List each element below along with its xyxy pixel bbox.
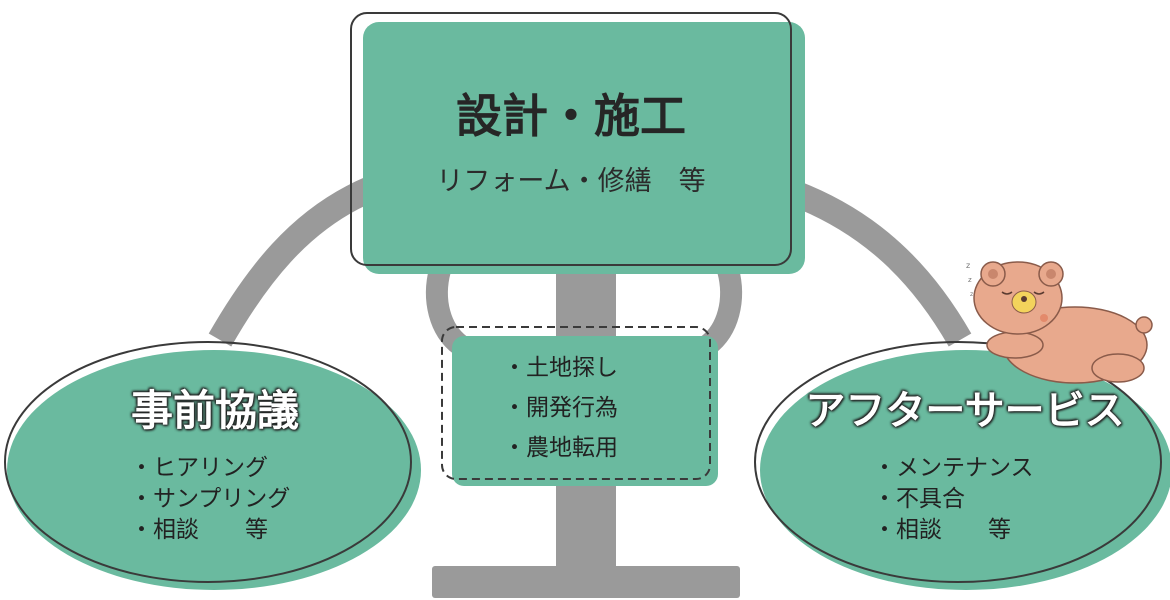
- list-item: ・農地転用: [503, 435, 618, 461]
- connector-arc-left-small: [426, 267, 468, 354]
- list-item: ・サンプリング: [130, 486, 291, 512]
- left-ellipse-shadow: [7, 350, 421, 590]
- middle-list: ・土地探し ・開発行為 ・農地転用: [503, 348, 618, 468]
- svg-text:z: z: [968, 276, 972, 284]
- center-subtitle: リフォーム・修繕 等: [436, 166, 706, 197]
- left-title: 事前協議: [130, 386, 299, 435]
- middle-box-fill: [452, 336, 718, 486]
- list-item: ・土地探し: [503, 355, 618, 381]
- middle-box-outline: [441, 326, 711, 480]
- svg-text:z: z: [970, 291, 973, 298]
- bear-illustration: z z z: [966, 261, 1153, 384]
- center-title: 設計・施工: [456, 89, 686, 143]
- right-title: アフターサービス: [805, 388, 1125, 434]
- list-item: ・メンテナンス: [873, 455, 1034, 481]
- list-item: ・相談 等: [873, 517, 1011, 543]
- list-item: ・ヒアリング: [130, 455, 268, 481]
- right-list: ・メンテナンス ・不具合 ・相談 等: [873, 453, 1034, 546]
- svg-text:z: z: [966, 261, 970, 270]
- left-list: ・ヒアリング ・サンプリング ・相談 等: [130, 453, 290, 546]
- list-item: ・相談 等: [130, 517, 268, 543]
- center-box-outline: [350, 12, 792, 266]
- stand-base: [432, 566, 740, 598]
- right-ellipse-shadow: [760, 350, 1170, 590]
- list-item: ・開発行為: [503, 395, 618, 421]
- center-box-fill: [363, 22, 805, 274]
- right-ellipse-outline: [754, 341, 1162, 583]
- connector-arc-right-small: [700, 267, 742, 354]
- left-ellipse-outline: [4, 341, 412, 583]
- list-item: ・不具合: [873, 486, 965, 512]
